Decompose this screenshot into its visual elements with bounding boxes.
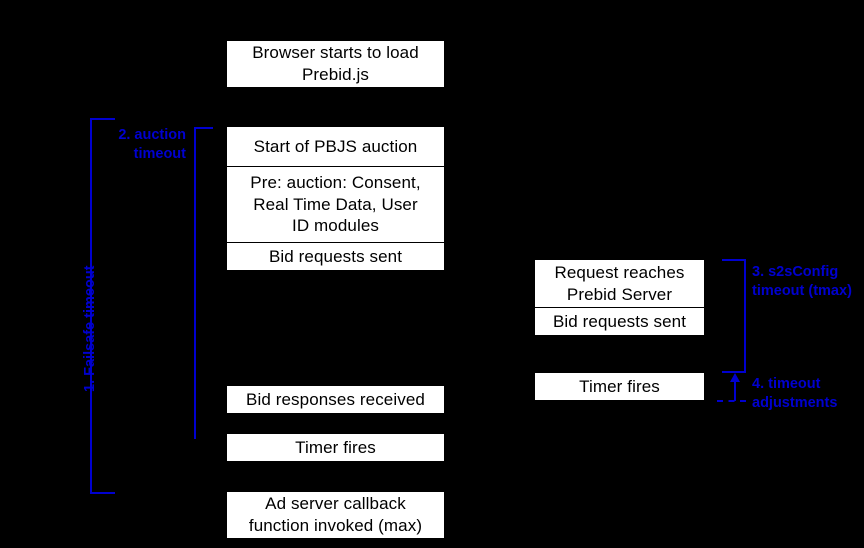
process-box-ad-server-callback: Ad server callback function invoked (max… (226, 491, 445, 539)
auction-timeout-bracket-tick-top (194, 127, 213, 129)
annotation-timeout-adjustments-label: 4. timeout adjustments (752, 376, 838, 412)
process-box-browser-load: Browser starts to load Prebid.js (226, 40, 445, 88)
s2sconfig-timeout-bracket-line (744, 259, 746, 372)
process-box-pre-auction: Pre: auction: Consent, Real Time Data, U… (226, 166, 445, 243)
failsafe-timeout-bracket-line (90, 118, 92, 494)
annotation-failsafe-timeout-label: 1. Failsafe timeout (82, 265, 98, 392)
process-box-timer-fires-client: Timer fires (226, 433, 445, 462)
process-box-request-reaches-server: Request reaches Prebid Server (534, 259, 705, 308)
annotation-s2sconfig-timeout-label: 3. s2sConfig timeout (tmax) (752, 264, 852, 300)
process-box-auction-start: Start of PBJS auction (226, 126, 445, 167)
s2sconfig-timeout-bracket-tick-bottom (722, 371, 746, 373)
annotation-auction-timeout-label: 2. auction timeout (118, 127, 186, 163)
s2sconfig-timeout-bracket-tick-top (722, 259, 746, 261)
process-box-bid-responses-received: Bid responses received (226, 385, 445, 414)
timeout-adjustments-arrow-head (730, 373, 740, 382)
failsafe-timeout-bracket-tick-top (90, 118, 115, 120)
timeout-adjustments-arrow-shaft (734, 381, 736, 401)
timeout-adjustments-baseline (717, 400, 746, 402)
process-box-timer-fires-server: Timer fires (534, 372, 705, 401)
failsafe-timeout-bracket-tick-bottom (90, 492, 115, 494)
auction-timeout-bracket-line (194, 127, 196, 439)
process-box-server-bid-requests-sent: Bid requests sent (534, 307, 705, 336)
process-box-bid-requests-sent: Bid requests sent (226, 242, 445, 271)
